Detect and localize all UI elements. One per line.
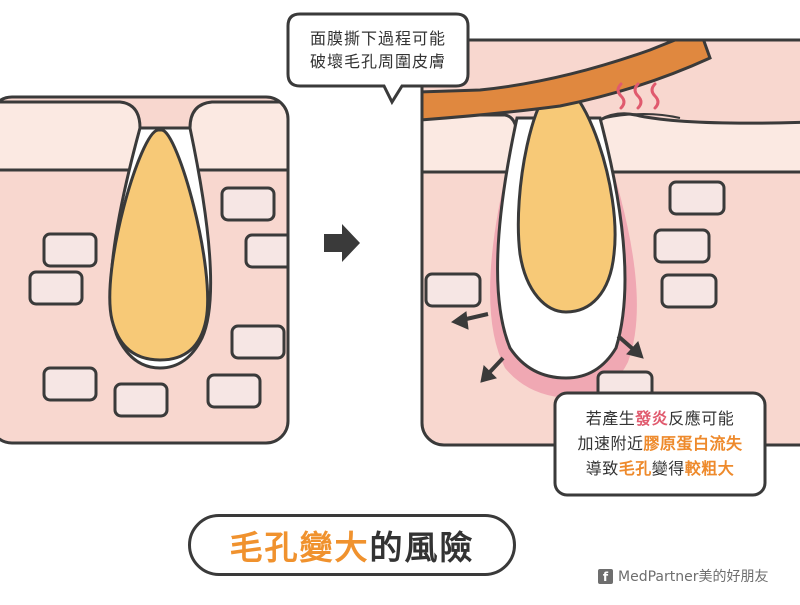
credit-line[interactable]: f MedPartner美的好朋友 (598, 566, 768, 586)
info-line-1: 若產生發炎反應可能 (558, 406, 762, 431)
facebook-icon: f (598, 568, 613, 584)
highlight-collagen: 膠原蛋白流失 (643, 434, 743, 453)
highlight-inflammation: 發炎 (635, 409, 669, 428)
transition-arrow (324, 224, 360, 262)
info-text: 加速附近 (577, 434, 644, 453)
info-line-3: 導致毛孔變得較粗大 (558, 456, 762, 481)
info-text: 若產生 (585, 409, 636, 428)
info-text: 反應可能 (668, 409, 735, 428)
info-text: 導致 (585, 459, 619, 478)
credit-text: MedPartner美的好朋友 (618, 569, 769, 585)
peel-off-mask (422, 40, 712, 122)
highlight-coarse: 較粗大 (684, 459, 735, 478)
info-line-2: 加速附近膠原蛋白流失 (558, 431, 762, 456)
title-highlight: 毛孔變大 (229, 528, 370, 567)
expansion-arrows (450, 311, 644, 383)
title-rest: 的風險 (369, 528, 475, 567)
top-bubble-text: 面膜撕下過程可能 破壞毛孔周圍皮膚 (292, 27, 464, 73)
irritation-icon (616, 82, 660, 110)
sebum-plug (516, 82, 617, 314)
top-bubble-line-1: 面膜撕下過程可能 (309, 29, 446, 48)
info-text: 變得 (651, 459, 685, 478)
info-box-text: 若產生發炎反應可能 加速附近膠原蛋白流失 導致毛孔變得較粗大 (558, 406, 762, 481)
damaged-skin-panel (420, 38, 800, 447)
top-speech-bubble (286, 12, 470, 106)
normal-skin-panel (0, 95, 290, 445)
info-box (553, 391, 767, 497)
page-title: 毛孔變大的風險 (188, 514, 516, 576)
highlight-pore: 毛孔 (618, 459, 652, 478)
top-bubble-line-2: 破壞毛孔周圍皮膚 (309, 52, 446, 71)
